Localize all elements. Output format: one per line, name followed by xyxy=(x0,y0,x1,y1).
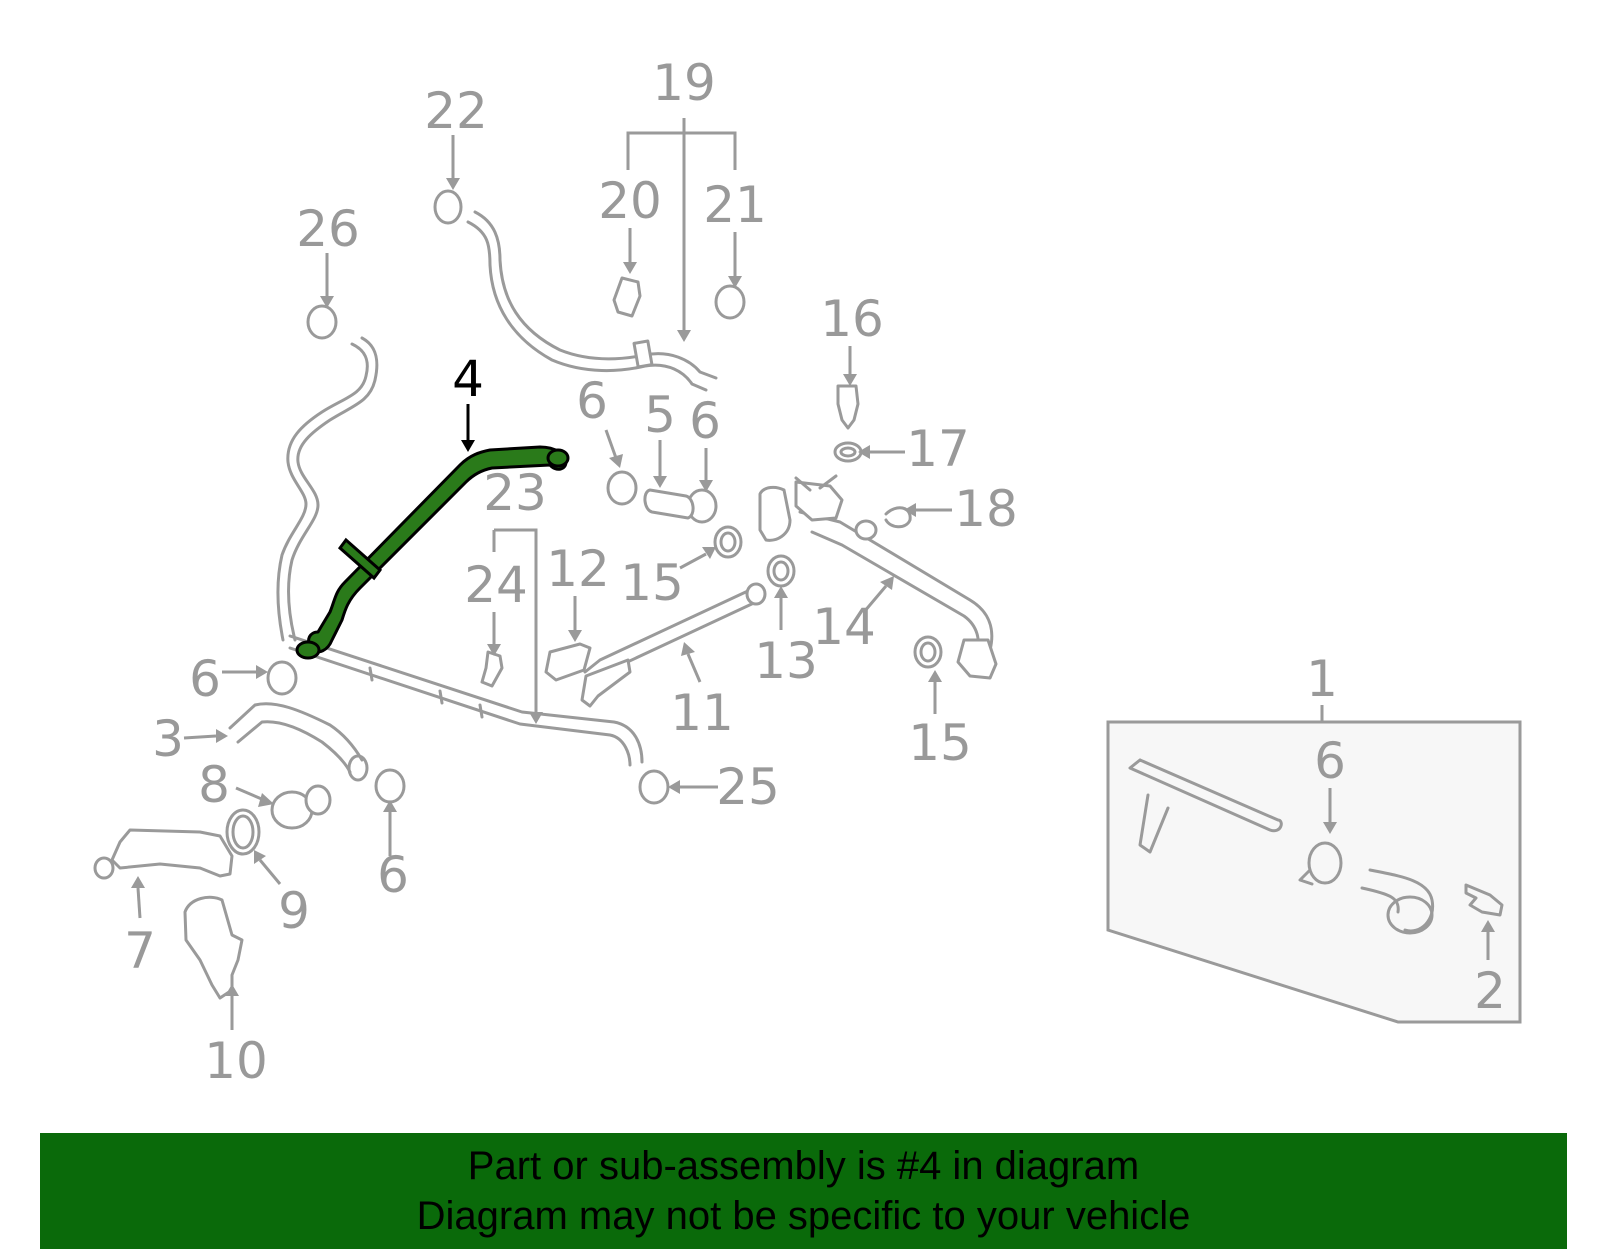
hose-19 xyxy=(466,210,718,392)
callout-3: 3 xyxy=(152,710,184,768)
callout-6-inset: 6 xyxy=(1314,732,1346,790)
callout-13: 13 xyxy=(754,632,818,690)
callout-4: 4 xyxy=(452,350,484,408)
highlighted-part-4 xyxy=(295,445,570,660)
callout-15-upper: 15 xyxy=(620,554,684,612)
sensor-16 xyxy=(836,384,860,430)
callout-11: 11 xyxy=(670,684,734,742)
gasket-9 xyxy=(225,808,261,856)
hose-3 xyxy=(228,702,369,782)
thermostat-8 xyxy=(270,784,332,830)
callout-6-left: 6 xyxy=(189,650,221,708)
callout-15-lower: 15 xyxy=(908,714,972,772)
callout-numbers: 19 22 20 21 26 16 4 6 5 6 17 23 18 12 24… xyxy=(124,54,1506,1090)
gaskets xyxy=(713,441,943,669)
callout-21: 21 xyxy=(703,176,767,234)
banner-part-note: Part or sub-assembly is #4 in diagram xyxy=(467,1144,1140,1188)
callout-25: 25 xyxy=(716,758,780,816)
callout-2: 2 xyxy=(1474,962,1506,1020)
callout-1: 1 xyxy=(1306,650,1338,708)
banner-disclaimer: Diagram may not be specific to your vehi… xyxy=(416,1194,1191,1238)
cover-10 xyxy=(183,895,244,1000)
callout-18: 18 xyxy=(954,480,1018,538)
pipe-11 xyxy=(580,582,767,708)
callout-12: 12 xyxy=(546,540,610,598)
kit-inset-box xyxy=(1106,705,1522,1024)
callout-6-upper-left: 6 xyxy=(576,372,608,430)
callout-19: 19 xyxy=(652,54,716,112)
small-parts xyxy=(480,276,695,688)
callout-20: 20 xyxy=(598,172,662,230)
callout-17: 17 xyxy=(906,420,970,478)
callout-9: 9 xyxy=(278,882,310,940)
callout-6-bottom: 6 xyxy=(377,846,409,904)
housing-7 xyxy=(93,828,234,880)
manifold-14 xyxy=(758,474,998,680)
callout-6-upper-right: 6 xyxy=(689,392,721,450)
callout-5: 5 xyxy=(644,386,676,444)
callout-22: 22 xyxy=(424,82,488,140)
callout-24: 24 xyxy=(464,556,528,614)
clamps xyxy=(266,189,746,805)
hose-23 xyxy=(276,336,644,767)
callout-10: 10 xyxy=(204,1032,268,1090)
callout-23: 23 xyxy=(483,464,547,522)
callout-8: 8 xyxy=(198,756,230,814)
callout-26: 26 xyxy=(296,200,360,258)
info-banner: Part or sub-assembly is #4 in diagram Di… xyxy=(40,1133,1567,1249)
callout-16: 16 xyxy=(820,290,884,348)
leader-lines xyxy=(131,118,1495,1030)
callout-14: 14 xyxy=(812,598,876,656)
callout-7: 7 xyxy=(124,922,156,980)
